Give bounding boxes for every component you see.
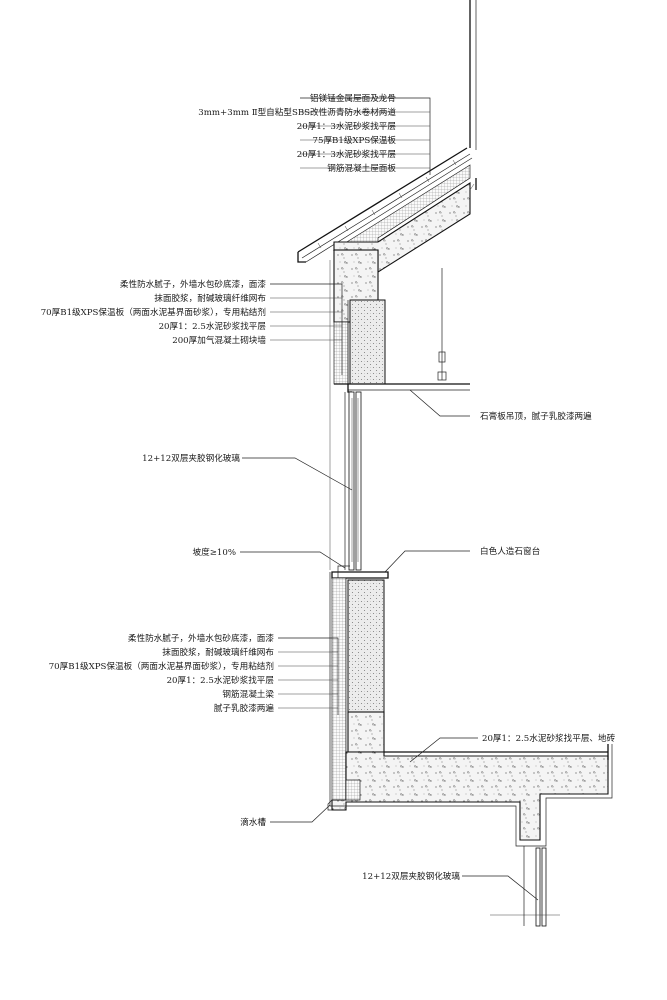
lower-wall-label-paint: 腻子乳胶漆两遍 [214, 702, 275, 714]
lower-wall-label-screed: 20厚1：2.5水泥砂浆找平层 [167, 674, 275, 686]
slope-label: 坡度≥10% [193, 546, 237, 558]
roof-label-waterproof: 3mm+3mm Ⅱ型自粘型SBS改性沥青防水卷材两道 [198, 106, 396, 118]
glass-lower-label: 12+12双层夹胶钢化玻璃 [362, 870, 460, 882]
upper-wall-leaders [270, 283, 343, 375]
lower-glass-assembly [490, 846, 560, 927]
floor-leader [409, 737, 478, 763]
lower-wall-label-group: 柔性防水腻子，外墙水包砂底漆，面漆 抹面胶浆，耐碱玻璃纤维网布 70厚B1级XP… [49, 632, 275, 714]
drip-label: 滴水槽 [240, 816, 266, 828]
sill-label: 白色人造石窗台 [480, 545, 540, 557]
roof-label-metal: 铝镁锰金属屋面及龙骨 [310, 92, 396, 104]
lower-wall-leaders [278, 637, 339, 715]
roof-label-xps: 75厚B1级XPS保温板 [313, 134, 397, 146]
window-glass-assembly [329, 260, 362, 571]
floor-label: 20厚1：2.5水泥砂浆找平层、地砖 [482, 732, 616, 744]
drip-leader [270, 804, 331, 823]
glass-upper-leader [242, 457, 353, 491]
upper-wall-label-mesh: 抹面胶浆，耐碱玻璃纤维网布 [154, 292, 266, 304]
ceiling-label: 石膏板吊顶，腻子乳胶漆两遍 [480, 410, 592, 422]
lower-wall-label-mesh: 抹面胶浆，耐碱玻璃纤维网布 [162, 646, 274, 658]
lower-wall-label-putty: 柔性防水腻子，外墙水包砂底漆，面漆 [128, 632, 275, 644]
upper-wall-assembly [333, 249, 470, 393]
ceiling-leader [409, 389, 470, 417]
lower-wall-label-xps: 70厚B1级XPS保温板（两面水泥基界面砂浆），专用粘结剂 [49, 660, 274, 672]
roof-label-group: 铝镁锰金属屋面及龙骨 3mm+3mm Ⅱ型自粘型SBS改性沥青防水卷材两道 20… [198, 92, 396, 174]
glass-upper-label: 12+12双层夹胶钢化玻璃 [142, 452, 240, 464]
upper-wall-label-putty: 柔性防水腻子，外墙水包砂底漆，面漆 [120, 278, 267, 290]
upper-wall-label-screed: 20厚1：2.5水泥砂浆找平层 [159, 320, 267, 332]
lower-wall-assembly [327, 565, 613, 847]
roof-label-screed-bottom: 20厚1：3水泥砂浆找平层 [297, 148, 397, 160]
roof-leaders [300, 97, 431, 175]
upper-wall-label-block: 200厚加气混凝土砌块墙 [172, 334, 266, 346]
sill-leader [384, 550, 470, 573]
glass-lower-leader [462, 875, 539, 901]
slope-leader [240, 551, 346, 569]
floor-concrete-slab [331, 751, 609, 841]
roof-label-slab: 钢筋混凝土屋面板 [327, 162, 396, 174]
upper-wall-label-group: 柔性防水腻子，外墙水包砂底漆，面漆 抹面胶浆，耐碱玻璃纤维网布 70厚B1级XP… [41, 278, 267, 346]
lower-wall-label-beam: 钢筋混凝土梁 [222, 688, 274, 700]
roof-label-screed-top: 20厚1：3水泥砂浆找平层 [297, 120, 397, 132]
upper-wall-label-xps: 70厚B1级XPS保温板（两面水泥基界面砂浆），专用粘结剂 [41, 306, 266, 318]
